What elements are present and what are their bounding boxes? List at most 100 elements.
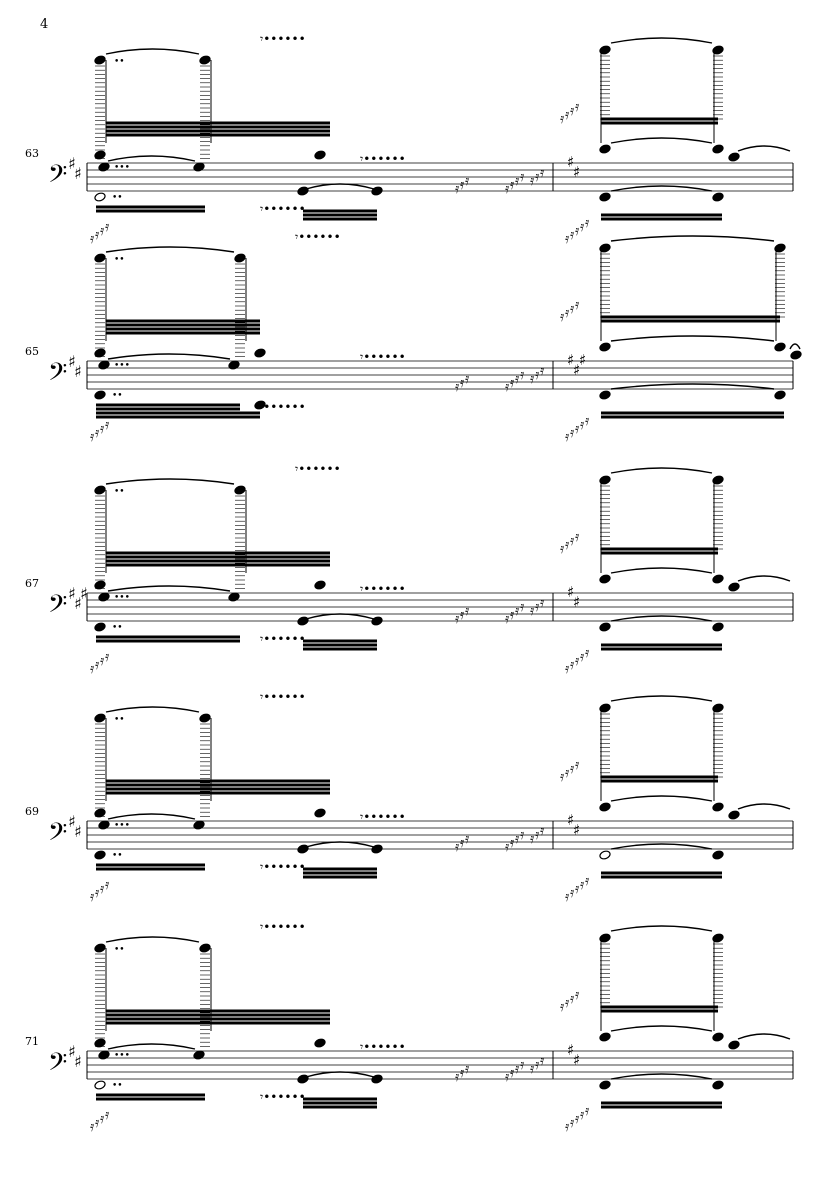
key-sharp-icon: ♯ bbox=[68, 584, 76, 603]
augmentation-dots: ••• bbox=[114, 1051, 130, 1061]
rest-with-dots: 𝄾•••••• bbox=[360, 1040, 406, 1054]
rest-glyph: 𝄿 bbox=[575, 223, 580, 239]
mid-key-sharp-icon: ♯ bbox=[579, 351, 586, 369]
low-tie bbox=[610, 1073, 713, 1080]
mid-note bbox=[712, 1032, 724, 1042]
rest-glyph: 𝄿 bbox=[90, 889, 95, 905]
low-note bbox=[297, 186, 309, 196]
high-note bbox=[94, 55, 106, 65]
rest-glyph: 𝄿 bbox=[565, 537, 570, 553]
mid-note bbox=[94, 150, 106, 160]
low-note bbox=[94, 622, 106, 632]
high-note bbox=[599, 933, 611, 943]
rest-glyph: 𝄿 bbox=[575, 421, 580, 437]
mid-note bbox=[728, 1040, 740, 1050]
rest-glyph: 𝄿 bbox=[455, 839, 460, 855]
rest-glyph: 𝄿 bbox=[515, 831, 520, 847]
rest-glyph: 𝄿 bbox=[580, 1107, 585, 1123]
mid-tie bbox=[789, 343, 801, 350]
mid-key-sharp-icon: ♯ bbox=[573, 361, 580, 379]
high-note bbox=[599, 243, 611, 253]
augmentation-dots: •• bbox=[112, 193, 123, 203]
high-tie bbox=[610, 235, 775, 242]
page-number: 4 bbox=[40, 17, 49, 32]
key-sharp-icon: ♯ bbox=[74, 1052, 82, 1071]
rest-glyph: 𝄿 bbox=[460, 375, 465, 391]
rest-glyph: 𝄿 bbox=[575, 757, 580, 773]
high-note bbox=[712, 933, 724, 943]
rest-glyph: 𝄿 bbox=[95, 425, 100, 441]
rest-glyph: 𝄿 bbox=[540, 823, 545, 839]
rest-glyph: 𝄿 bbox=[585, 215, 590, 231]
rest-glyph: 𝄿 bbox=[565, 1119, 570, 1135]
bass-clef-icon: 𝄢 bbox=[48, 818, 67, 853]
rest-glyph: 𝄿 bbox=[105, 417, 110, 433]
low-note bbox=[599, 850, 611, 860]
low-note bbox=[712, 192, 724, 202]
mid-tie bbox=[737, 1033, 791, 1040]
key-sharp-icon: ♯ bbox=[74, 362, 82, 381]
rest-glyph: 𝄿 bbox=[530, 371, 535, 387]
high-tie bbox=[105, 48, 200, 55]
rest-glyph: 𝄿 bbox=[460, 177, 465, 193]
rest-with-dots: 𝄾•••••• bbox=[260, 920, 306, 934]
mid-tie bbox=[610, 795, 713, 802]
rest-glyph: 𝄿 bbox=[455, 181, 460, 197]
rest-glyph: 𝄿 bbox=[100, 653, 105, 669]
mid-note bbox=[790, 350, 802, 360]
mid-tie bbox=[610, 1025, 713, 1032]
low-note bbox=[94, 1080, 106, 1090]
rest-glyph: 𝄿 bbox=[90, 1119, 95, 1135]
mid-note bbox=[94, 1038, 106, 1048]
mid-note bbox=[728, 582, 740, 592]
rest-glyph: 𝄿 bbox=[575, 881, 580, 897]
rest-glyph: 𝄿 bbox=[510, 375, 515, 391]
bass-clef-icon: 𝄢 bbox=[48, 590, 67, 625]
rest-with-dots: 𝄾•••••• bbox=[260, 32, 306, 46]
augmentation-dots: •• bbox=[114, 715, 125, 725]
mid-note bbox=[94, 808, 106, 818]
augmentation-dots: ••• bbox=[114, 821, 130, 831]
rest-glyph: 𝄿 bbox=[535, 1057, 540, 1073]
mid-tie bbox=[610, 567, 713, 574]
rest-glyph: 𝄿 bbox=[460, 1065, 465, 1081]
low-tie bbox=[610, 185, 713, 192]
system-63: 63𝄢♯♯♯♯•••••••𝄾••••••𝄾••••••𝄾••••••𝄿𝄿𝄿𝄿𝄿… bbox=[25, 32, 794, 247]
rest-glyph: 𝄿 bbox=[510, 835, 515, 851]
mid-tie bbox=[610, 137, 713, 144]
mid-note bbox=[314, 808, 326, 818]
rest-glyph: 𝄿 bbox=[505, 1069, 510, 1085]
rest-glyph: 𝄿 bbox=[570, 227, 575, 243]
rest-glyph: 𝄿 bbox=[530, 831, 535, 847]
rest-glyph: 𝄿 bbox=[570, 657, 575, 673]
mid-note bbox=[728, 810, 740, 820]
measure-number: 69 bbox=[25, 805, 39, 818]
augmentation-dots: •• bbox=[114, 487, 125, 497]
rest-glyph: 𝄿 bbox=[565, 429, 570, 445]
mid-key-sharp-icon: ♯ bbox=[567, 153, 574, 171]
rest-glyph: 𝄿 bbox=[535, 367, 540, 383]
rest-with-dots: 𝄾•••••• bbox=[260, 860, 306, 874]
high-note bbox=[599, 703, 611, 713]
mid-note bbox=[314, 1038, 326, 1048]
bass-clef-icon: 𝄢 bbox=[48, 1048, 67, 1083]
mid-key-sharp-icon: ♯ bbox=[567, 351, 574, 369]
augmentation-dots: •• bbox=[114, 255, 125, 265]
rest-glyph: 𝄿 bbox=[455, 611, 460, 627]
high-note bbox=[234, 485, 246, 495]
mid-tie bbox=[107, 813, 196, 820]
rest-glyph: 𝄿 bbox=[565, 765, 570, 781]
mid-tie bbox=[107, 155, 196, 162]
rest-glyph: 𝄿 bbox=[575, 297, 580, 313]
low-tie bbox=[305, 183, 375, 190]
rest-glyph: 𝄿 bbox=[565, 231, 570, 247]
rest-glyph: 𝄿 bbox=[520, 367, 525, 383]
rest-glyph: 𝄿 bbox=[570, 761, 575, 777]
mid-key-sharp-icon: ♯ bbox=[567, 811, 574, 829]
rest-glyph: 𝄿 bbox=[515, 371, 520, 387]
rest-with-dots: 𝄾•••••• bbox=[360, 810, 406, 824]
mid-note bbox=[599, 144, 611, 154]
high-note bbox=[234, 253, 246, 263]
mid-note bbox=[98, 592, 110, 602]
rest-glyph: 𝄿 bbox=[515, 173, 520, 189]
